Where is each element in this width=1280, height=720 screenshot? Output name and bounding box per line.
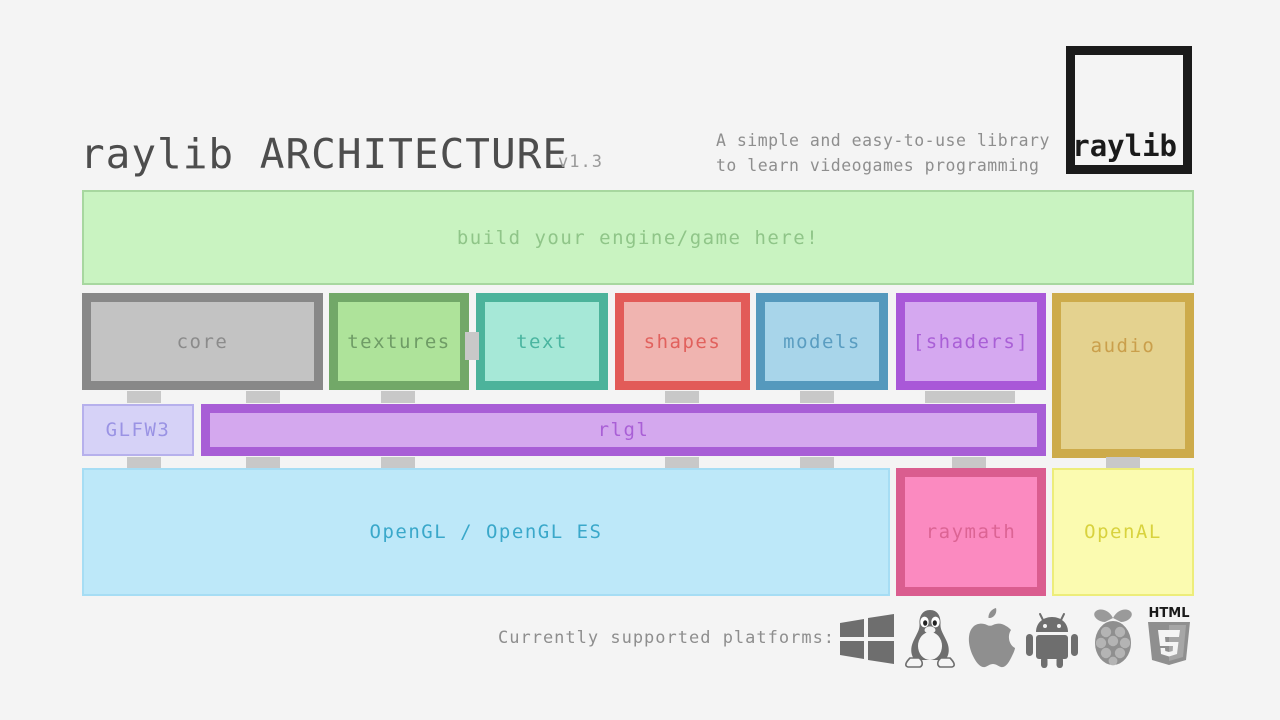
module-label-models: models xyxy=(783,330,861,353)
module-box-shapes: shapes xyxy=(615,293,750,390)
mid-label-rlgl: rlgl xyxy=(597,419,650,441)
module-label-shaders: [shaders] xyxy=(912,330,1030,353)
raylib-logo: raylib xyxy=(1066,46,1192,174)
svg-text:HTML: HTML xyxy=(1149,606,1190,621)
connector-tab-horizontal xyxy=(465,332,479,360)
apple-icon xyxy=(962,606,1016,670)
connector-tab xyxy=(800,391,834,403)
tagline: A simple and easy-to-use library to lear… xyxy=(716,128,1061,178)
mid-label-glfw3: GLFW3 xyxy=(105,419,171,441)
connector-tab xyxy=(381,391,415,403)
mid-box-glfw3: GLFW3 xyxy=(82,404,194,456)
module-box-textures: textures xyxy=(329,293,469,390)
connector-tab xyxy=(952,457,986,469)
html5-icon: HTML xyxy=(1142,604,1196,668)
connector-tab xyxy=(925,391,1015,403)
bottom-label-openal: OpenAL xyxy=(1084,521,1162,543)
connector-tab xyxy=(381,457,415,469)
bottom-box-openal: OpenAL xyxy=(1052,468,1194,596)
connector-tab xyxy=(127,391,161,403)
user-layer-label: build your engine/game here! xyxy=(456,226,820,249)
module-label-core: core xyxy=(176,330,229,353)
connector-tab xyxy=(665,391,699,403)
connector-tab xyxy=(246,391,280,403)
linux-icon xyxy=(902,608,958,670)
user-layer-box: build your engine/game here! xyxy=(82,190,1194,285)
mid-box-rlgl: rlgl xyxy=(201,404,1046,456)
bottom-box-opengl: OpenGL / OpenGL ES xyxy=(82,468,890,596)
module-box-models: models xyxy=(756,293,888,390)
raspberrypi-icon xyxy=(1084,606,1142,668)
connector-tab xyxy=(1106,457,1140,469)
version-label: v1.3 xyxy=(558,152,603,172)
bottom-box-raymath: raymath xyxy=(896,468,1046,596)
module-box-core: core xyxy=(82,293,323,390)
module-label-text: text xyxy=(516,330,568,353)
connector-tab xyxy=(665,457,699,469)
android-icon xyxy=(1024,610,1080,668)
module-label-audio: audio xyxy=(1090,335,1156,357)
connector-tab xyxy=(800,457,834,469)
module-box-audio: audio xyxy=(1052,293,1194,458)
module-label-textures: textures xyxy=(347,330,451,353)
tagline-line-2: to learn videogames programming xyxy=(716,156,1040,175)
module-box-shaders: [shaders] xyxy=(896,293,1046,390)
connector-tab xyxy=(246,457,280,469)
windows-icon xyxy=(838,610,896,668)
module-box-text: text xyxy=(476,293,608,390)
tagline-line-1: A simple and easy-to-use library xyxy=(716,131,1050,150)
page-title: raylib ARCHITECTURE xyxy=(80,130,568,178)
bottom-label-opengl: OpenGL / OpenGL ES xyxy=(369,521,603,543)
connector-tab xyxy=(127,457,161,469)
platforms-label: Currently supported platforms: xyxy=(498,628,836,648)
bottom-label-raymath: raymath xyxy=(925,521,1017,543)
raylib-logo-text: raylib xyxy=(1072,129,1177,163)
module-label-shapes: shapes xyxy=(643,330,722,353)
